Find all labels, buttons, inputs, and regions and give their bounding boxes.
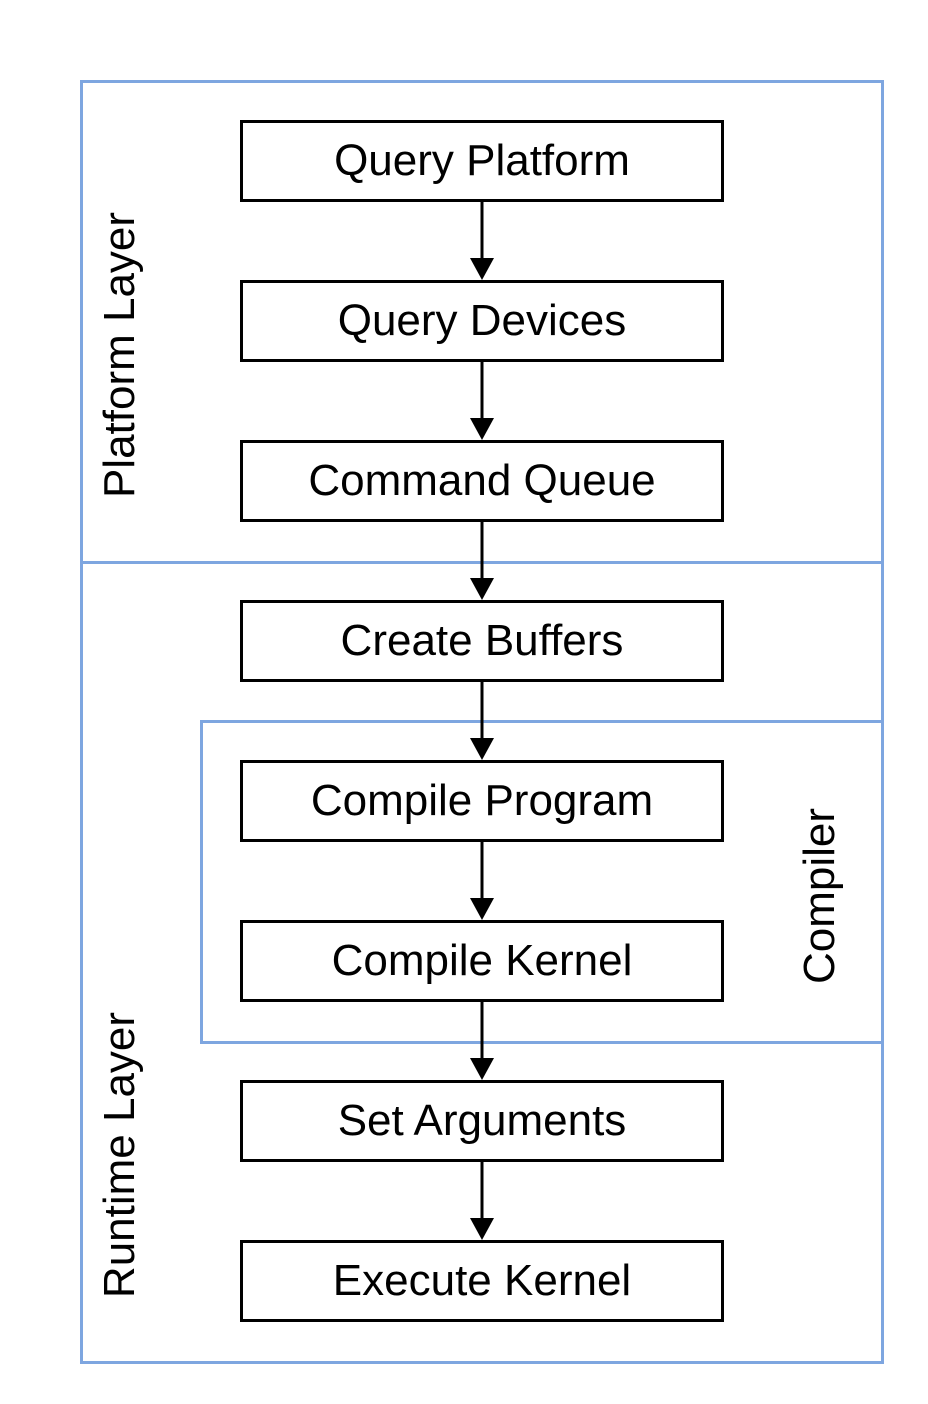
arrowhead-3 bbox=[470, 578, 494, 600]
arrowhead-1 bbox=[470, 258, 494, 280]
arrowhead-7 bbox=[470, 1218, 494, 1240]
arrowhead-2 bbox=[470, 418, 494, 440]
arrowhead-4 bbox=[470, 738, 494, 760]
step-query-devices: Query Devices bbox=[240, 280, 724, 362]
step-set-arguments: Set Arguments bbox=[240, 1080, 724, 1162]
step-command-queue: Command Queue bbox=[240, 440, 724, 522]
step-create-buffers: Create Buffers bbox=[240, 600, 724, 682]
step-query-platform: Query Platform bbox=[240, 120, 724, 202]
step-compile-program: Compile Program bbox=[240, 760, 724, 842]
arrowhead-6 bbox=[470, 1058, 494, 1080]
runtime-layer-label: Runtime Layer bbox=[95, 1011, 144, 1299]
step-compile-kernel: Compile Kernel bbox=[240, 920, 724, 1002]
platform-layer-label: Platform Layer bbox=[95, 211, 144, 499]
step-execute-kernel: Execute Kernel bbox=[240, 1240, 724, 1322]
arrowhead-5 bbox=[470, 898, 494, 920]
compiler-label: Compiler bbox=[795, 807, 844, 985]
compiler-region bbox=[200, 720, 884, 1044]
